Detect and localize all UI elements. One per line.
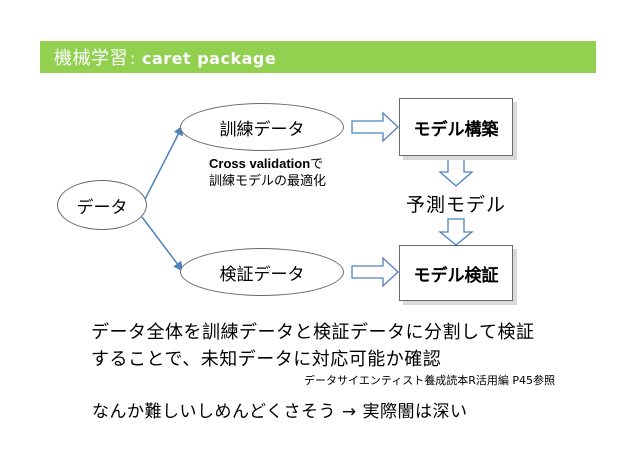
cv-note-suffix: で — [310, 157, 324, 172]
title-banner: 機械学習: caret package — [40, 41, 596, 73]
node-data: データ — [57, 180, 147, 230]
title-rest: caret package — [141, 49, 277, 68]
explanation-line-2: することで、未知データに対応可能か確認 — [91, 349, 442, 370]
branch-arrow-up — [141, 125, 183, 206]
down-arrow-build-to-predict — [438, 156, 474, 187]
reference-note: データサイエンティスト養成読本R活用編 P45参照 — [304, 374, 555, 387]
cv-note-line2: 訓練モデルの最適化 — [209, 174, 327, 189]
title-kanji: 機械学習 — [54, 48, 128, 69]
node-test-data-label: 検証データ — [219, 264, 305, 285]
cv-note-bold: Cross validation — [209, 156, 311, 171]
cv-note: Cross validationで 訓練モデルの最適化 — [209, 155, 326, 190]
node-test-data: 検証データ — [180, 248, 344, 296]
slide-title: 機械学習: caret package — [54, 44, 276, 70]
node-train-data-label: 訓練データ — [219, 119, 305, 140]
node-data-label: データ — [76, 197, 128, 218]
explanation-text: データ全体を訓練データと検証データに分割して検証 することで、未知データに対応可… — [91, 319, 534, 373]
predict-model-label: 予測モデル — [406, 194, 507, 216]
node-model-eval-label: モデル検証 — [413, 265, 499, 286]
explanation-line-1: データ全体を訓練データと検証データに分割して検証 — [91, 322, 535, 343]
branch-arrow-down — [141, 216, 184, 272]
block-arrow-test-to-eval — [351, 256, 399, 288]
node-model-eval: モデル検証 — [399, 245, 513, 301]
bottom-remark: なんか難しいしめんどくさそう → 実際闇は深い — [92, 402, 468, 422]
down-arrow-predict-to-eval — [438, 218, 474, 246]
node-model-build: モデル構築 — [399, 98, 513, 156]
block-arrow-train-to-build — [351, 111, 399, 143]
title-separator: : — [130, 49, 136, 68]
node-model-build-label: モデル構築 — [413, 119, 499, 140]
node-train-data: 訓練データ — [180, 103, 344, 151]
